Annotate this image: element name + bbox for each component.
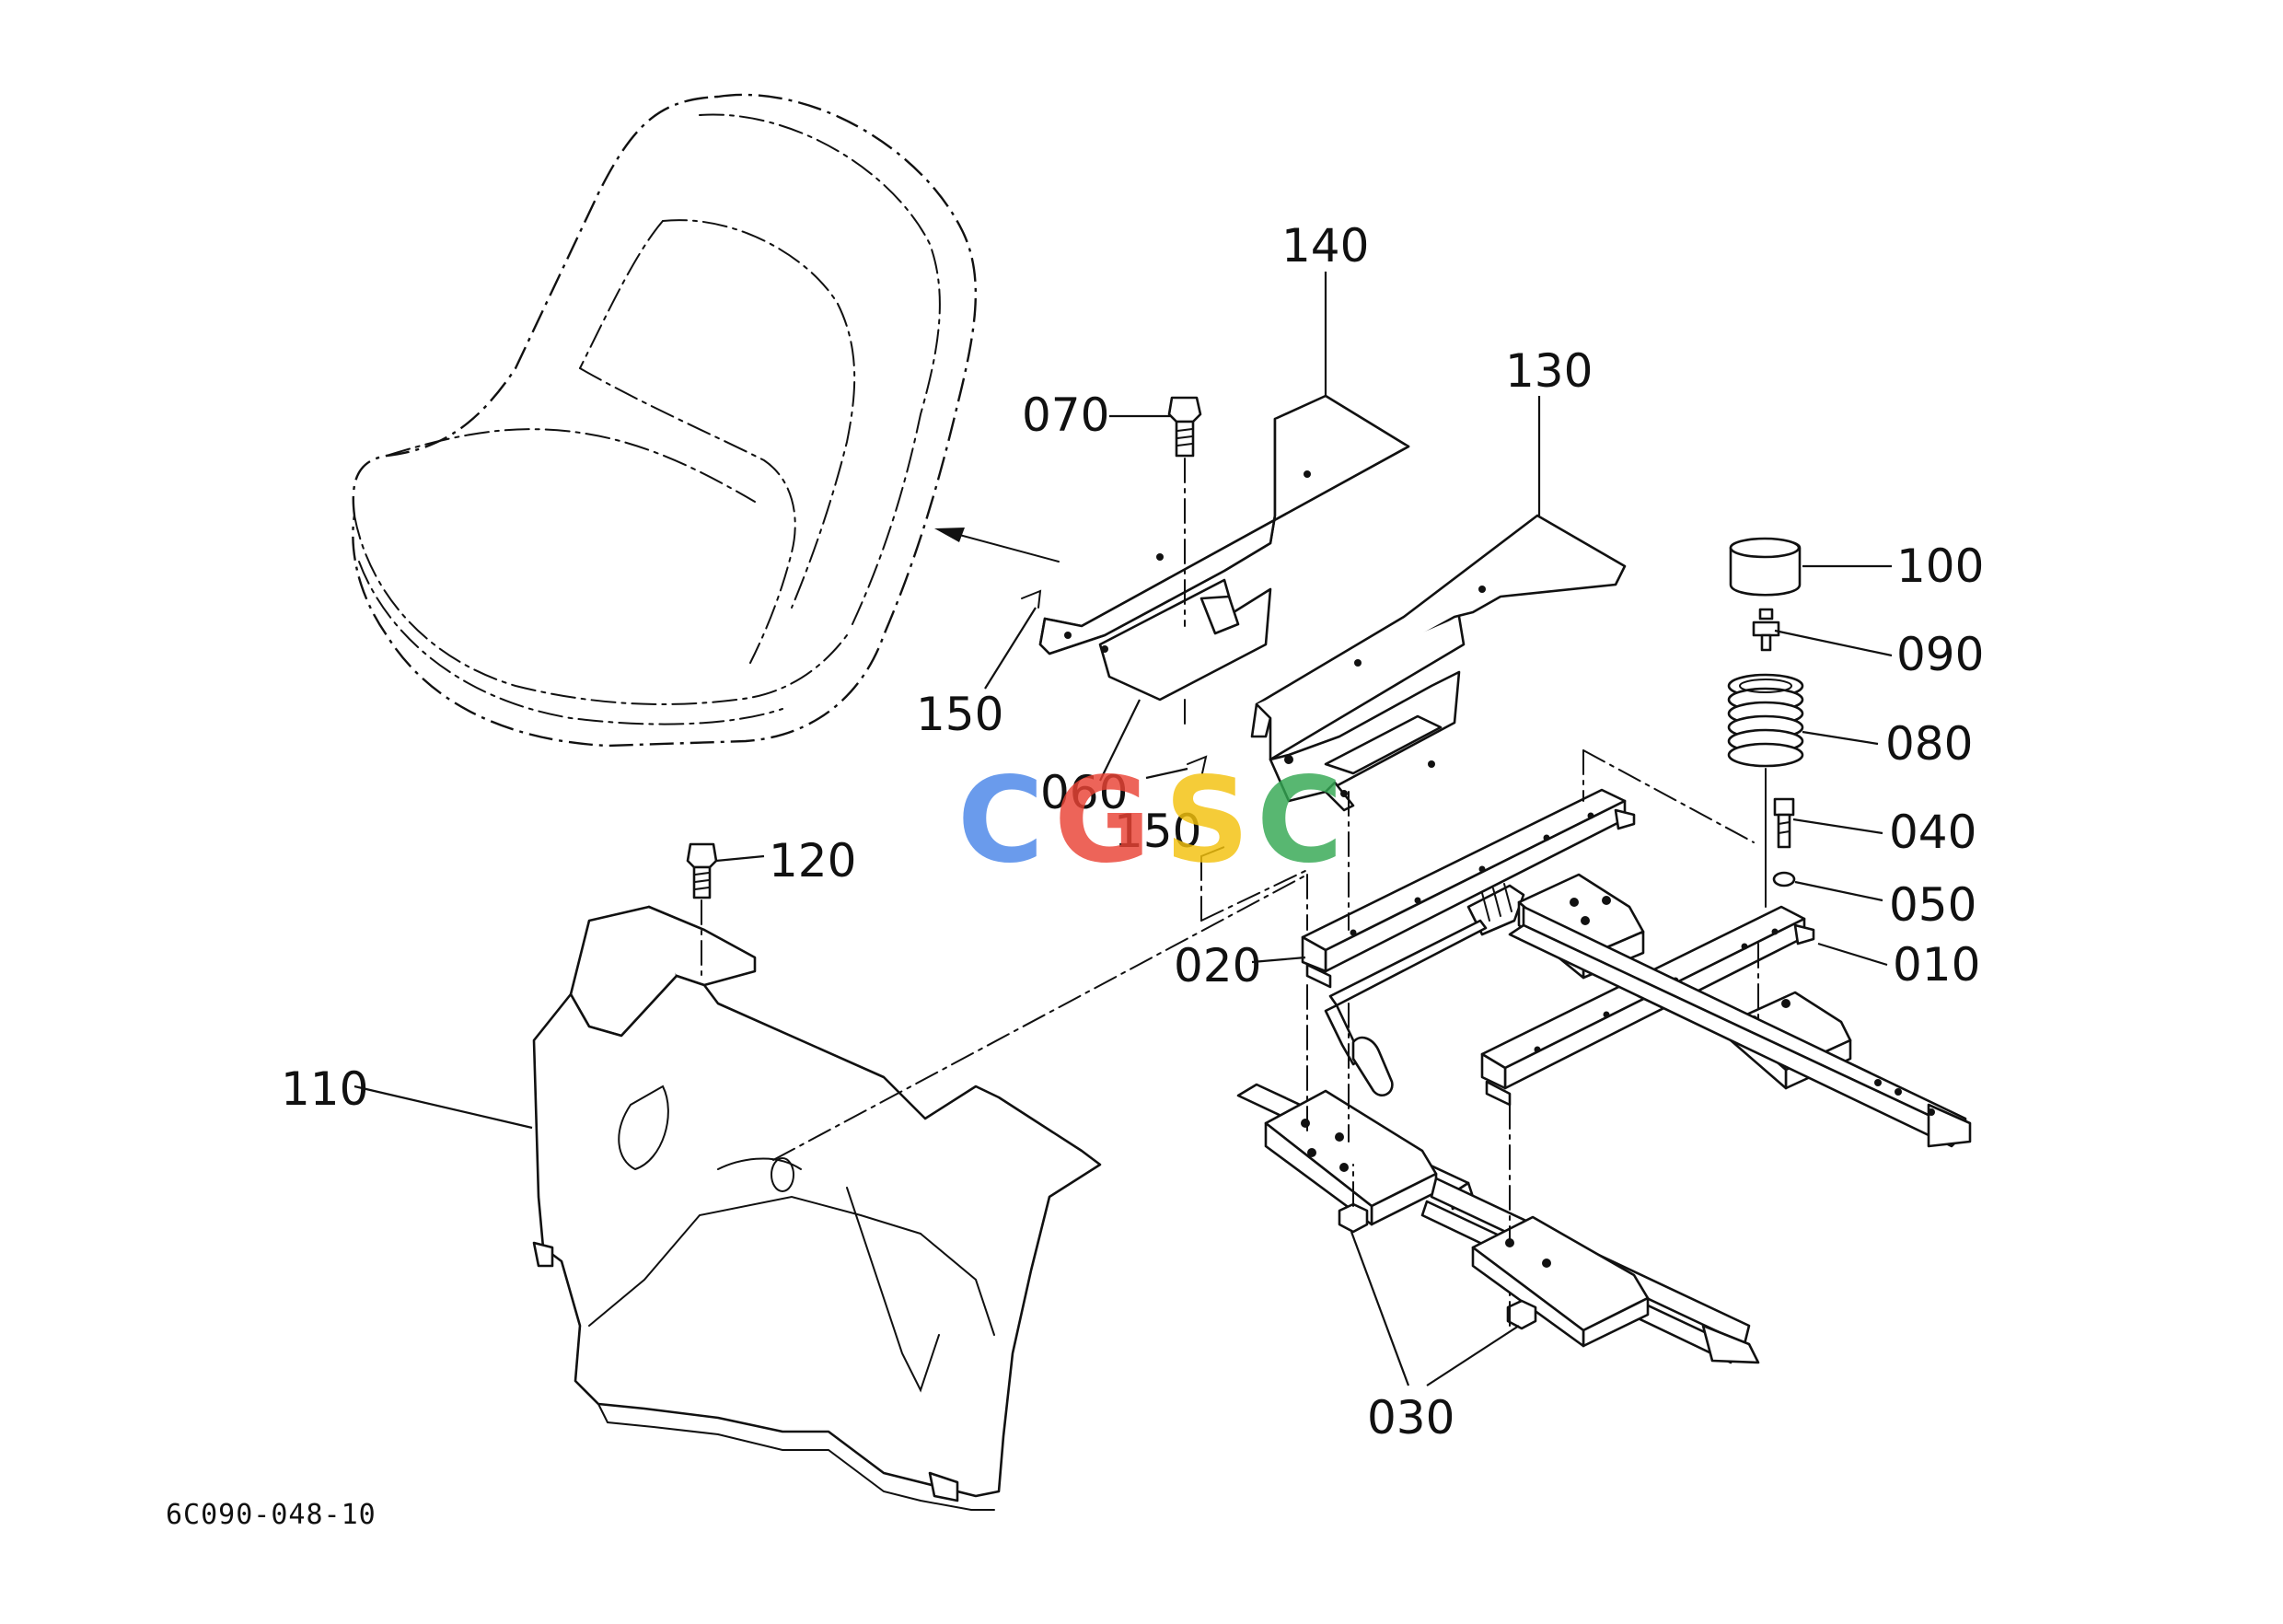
callout-150-b: 150 <box>1114 805 1201 858</box>
callouts: 140 130 070 100 090 080 040 050 010 020 … <box>281 219 1984 1444</box>
base-frame <box>1236 873 1972 1364</box>
seat-arrow-head <box>934 528 965 542</box>
spring-080 <box>1727 673 1804 768</box>
callout-050: 050 <box>1889 878 1976 932</box>
callout-130: 130 <box>1505 344 1593 398</box>
bolt-070 <box>1167 396 1202 728</box>
watermark: C G S C <box>957 752 1343 889</box>
callout-030: 030 <box>1367 1391 1454 1444</box>
assembly-lines <box>772 749 1759 1327</box>
plate-130 <box>1250 514 1627 812</box>
knob-100 <box>1729 537 1802 597</box>
plate-140 <box>1038 394 1410 702</box>
callout-110: 110 <box>281 1062 368 1116</box>
watermark-letter-2: G <box>1054 752 1151 889</box>
nuts-030 <box>1338 1202 1537 1330</box>
callout-100: 100 <box>1896 539 1984 593</box>
clips-150 <box>1021 589 1208 774</box>
callout-070: 070 <box>1022 389 1109 442</box>
leader-lines <box>353 272 1893 1386</box>
callout-010: 010 <box>1893 938 1980 992</box>
callout-140: 140 <box>1281 219 1369 273</box>
cover-110 <box>532 905 1102 1511</box>
callout-080: 080 <box>1885 717 1973 771</box>
callout-150-a: 150 <box>916 688 1003 741</box>
bolt-090 <box>1752 608 1780 652</box>
callout-120: 120 <box>769 834 856 887</box>
washer-050 <box>1772 871 1796 887</box>
callout-090: 090 <box>1896 628 1984 681</box>
rail-020 <box>1301 788 1636 1096</box>
bolt-040 <box>1773 797 1795 849</box>
watermark-letter-3: S <box>1165 752 1249 889</box>
bolt-120 <box>686 842 718 981</box>
drawing-number: 6C090-048-10 <box>166 1499 377 1531</box>
watermark-letter-4: C <box>1257 752 1343 889</box>
callout-060: 060 <box>1040 766 1128 819</box>
callout-040: 040 <box>1889 806 1976 859</box>
seat-outline <box>352 93 977 748</box>
watermark-letter-1: C <box>957 752 1044 889</box>
callout-020: 020 <box>1174 939 1261 992</box>
